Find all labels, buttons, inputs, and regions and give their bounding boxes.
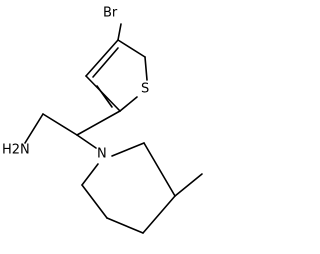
- bond-c4-c5: [117, 39, 146, 58]
- bond-c3-c4-double: [92, 47, 119, 78]
- bond-c3-methyl: [174, 173, 203, 197]
- bromine-label: Br: [103, 6, 118, 21]
- molecule-structure-diagram: Br S H2N N: [2, 6, 203, 234]
- bond-s-c2: [119, 96, 138, 112]
- nitrogen-label: N: [97, 147, 107, 162]
- bond-c6-n: [81, 163, 99, 186]
- bond-n-c2: [111, 142, 145, 157]
- bond-c3-c4: [142, 195, 176, 234]
- bond-c2-ch: [76, 110, 121, 136]
- piperidine-ring: [81, 142, 203, 234]
- bond-c2-c3-double: [96, 85, 113, 108]
- bond-c4-c5: [106, 217, 144, 234]
- side-chain: [24, 110, 121, 149]
- sulfur-label: S: [141, 82, 149, 97]
- bond-c5-s: [144, 56, 148, 81]
- bond-c2-c3: [143, 142, 176, 197]
- bond-c5-c6: [81, 184, 108, 219]
- bond-c3-c4: [85, 39, 119, 77]
- amine-label: H2N: [2, 143, 30, 158]
- bond-ch-ch2: [42, 113, 78, 136]
- thiophene-ring: [85, 23, 148, 112]
- bond-br-c4: [117, 23, 122, 41]
- bond-ch-n: [76, 134, 97, 149]
- bond-ch2-nh2: [24, 113, 44, 144]
